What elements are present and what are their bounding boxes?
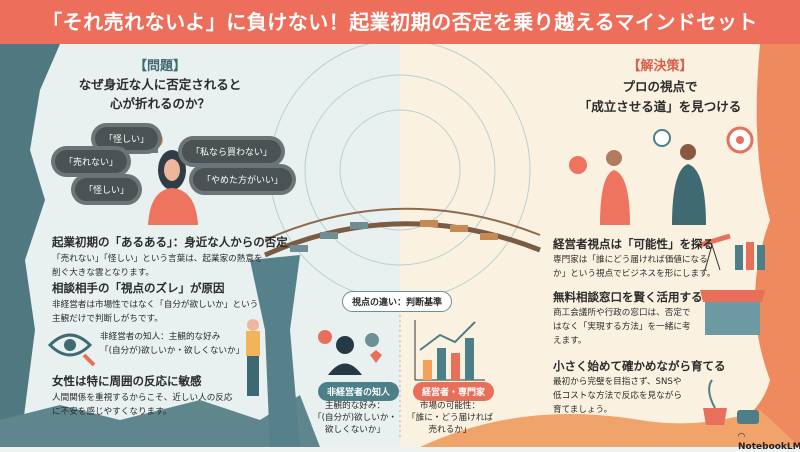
non-manager-pill: 非経営者の知人 — [318, 382, 400, 401]
problem-heading-1: なぜ身近な人に否定されると — [78, 77, 242, 92]
section-body: 削ぐ大きな雲となります。 — [52, 268, 155, 278]
section-body: 低コストな方法で反応を見ながら — [553, 391, 682, 401]
non-manager-text: 主観的な好み： 「(自分が)欲しいか・ 欲しくないか」 — [305, 400, 405, 436]
bridge — [263, 221, 541, 258]
people-group-icon — [735, 242, 765, 270]
eye-magnifier-icon — [47, 333, 96, 367]
eye-note-line: 「(自分が)欲しいか・欲しくないか」 — [100, 346, 245, 356]
section-body: に不安を感じやすくなります。 — [52, 407, 172, 417]
ground-rocks — [0, 395, 320, 447]
notebooklm-watermark: ◠ NotebookLM — [738, 432, 800, 452]
speech-bubble: 「怪しい」 — [75, 178, 139, 201]
text-line: 欲しくないか」 — [324, 425, 386, 435]
text-line: 「(自分が)欲しいか・ — [312, 413, 398, 423]
growth-chart-icon — [414, 320, 485, 381]
problem-heading-2: 心が折れるのか？ — [109, 96, 210, 111]
solution-section-2: 無料相談窓口を賢く活用する 商工会議所や行政の窓口は、否定で はなく「実現する方… — [553, 289, 703, 348]
text-line: 「誰に・どう届ければ — [407, 413, 493, 423]
question-bubble-icon — [365, 333, 379, 347]
solution-heading-1: プロの視点で — [622, 79, 698, 94]
section-body: えます。 — [553, 336, 587, 346]
question-bubble-icon — [318, 330, 332, 344]
solution-tag: 【解決策】 — [627, 59, 693, 74]
right-orange-edge — [700, 44, 800, 447]
section-body: 育てましょう。 — [553, 405, 613, 415]
plant-pot-icon — [703, 379, 727, 425]
watermark-text: NotebookLM — [738, 442, 800, 452]
section-body: 人間関係を重視するからこそ、近しい人の反応 — [52, 393, 233, 403]
compass-icon — [653, 129, 671, 147]
speech-bubble: 「売れない」 — [55, 150, 128, 173]
section-body: はなく「実現する方法」を一緒に考 — [553, 322, 691, 332]
expert-pill: 経営者・専門家 — [413, 382, 495, 401]
section-body: 最初から完璧を目指さず、SNSや — [553, 377, 682, 387]
speech-bubble: 「怪しい」 — [95, 127, 159, 150]
watering-can-icon — [737, 410, 759, 424]
thinking-woman-illustration — [148, 150, 198, 225]
eye-note: 非経営者の知人：主観的な好み 「(自分が)欲しいか・欲しくないか」 — [100, 330, 244, 358]
section-body: 商工会議所や行政の窓口は、否定で — [553, 308, 691, 318]
expert-text: 市場の可能性： 「誰に・どう届ければ 売れるか」 — [400, 400, 500, 436]
page-title: 「それ売れないよ」に負けない！起業初期の否定を乗り越えるマインドセット — [0, 0, 800, 44]
section-heading: 経営者視点は「可能性」を探る — [553, 237, 714, 251]
broken-heart-icon — [370, 350, 382, 363]
problem-section-2: 相談相手の「視点のズレ」が原因 非経営者は市場性ではなく「自分が欲しいか」という… — [52, 280, 258, 326]
consultation-illustration — [569, 126, 754, 225]
speech-bubble: 「私なら買わない」 — [182, 140, 282, 163]
section-body: 専門家は「誰にどう届ければ価値になる — [553, 255, 708, 265]
notebooklm-logo-icon: ◠ — [738, 432, 745, 442]
section-heading: 無料相談窓口を賢く活用する — [553, 290, 703, 304]
standing-woman-illustration — [246, 319, 260, 396]
section-heading: 女性は特に周囲の反応に敏感 — [52, 374, 202, 388]
shop-icon — [700, 290, 765, 335]
problem-section-1: 起業初期の「あるある」：身近な人からの否定 「売れない」「怪しい」という言葉は、… — [52, 234, 288, 280]
perspective-label: 視点の違い：判断基準 — [342, 291, 453, 312]
solution-section-3: 小さく始めて確かめながら育てる 最初から完璧を目指さず、SNSや 低コストな方法… — [553, 358, 726, 417]
cliff-pillar — [250, 255, 300, 447]
section-body: 非経営者は市場性ではなく「自分が欲しいか」という — [52, 300, 259, 310]
section-body: 「売れない」「怪しい」という言葉は、起業家の熱意を — [52, 254, 263, 264]
speech-bubble: 「やめた方がいい」 — [193, 168, 293, 191]
person-silhouette-icon — [328, 336, 362, 375]
section-heading: 相談相手の「視点のズレ」が原因 — [52, 281, 225, 295]
section-body: 主観だけで判断しがちです。 — [52, 314, 163, 324]
problem-tag: 【問題】 — [133, 59, 186, 74]
solution-heading-2: 「成立させる道」を見つける — [578, 99, 742, 114]
section-body: か」という視点でビジネスを形にします。 — [553, 269, 716, 279]
eye-note-line: 非経営者の知人：主観的な好み — [100, 332, 221, 342]
text-line: 主観的な好み： — [324, 401, 386, 411]
flower-icon — [569, 156, 587, 174]
section-heading: 起業初期の「あるある」：身近な人からの否定 — [52, 235, 288, 249]
section-heading: 小さく始めて確かめながら育てる — [553, 359, 726, 373]
solution-section-1: 経営者視点は「可能性」を探る 専門家は「誰にどう届ければ価値になる か」という視… — [553, 236, 715, 281]
problem-section-3: 女性は特に周囲の反応に敏感 人間関係を重視するからこそ、近しい人の反応 に不安を… — [52, 373, 232, 419]
left-cliff — [0, 44, 60, 447]
text-line: 売れるか」 — [428, 425, 472, 435]
text-line: 市場の可能性： — [419, 401, 481, 411]
telescope-icon — [699, 233, 731, 271]
